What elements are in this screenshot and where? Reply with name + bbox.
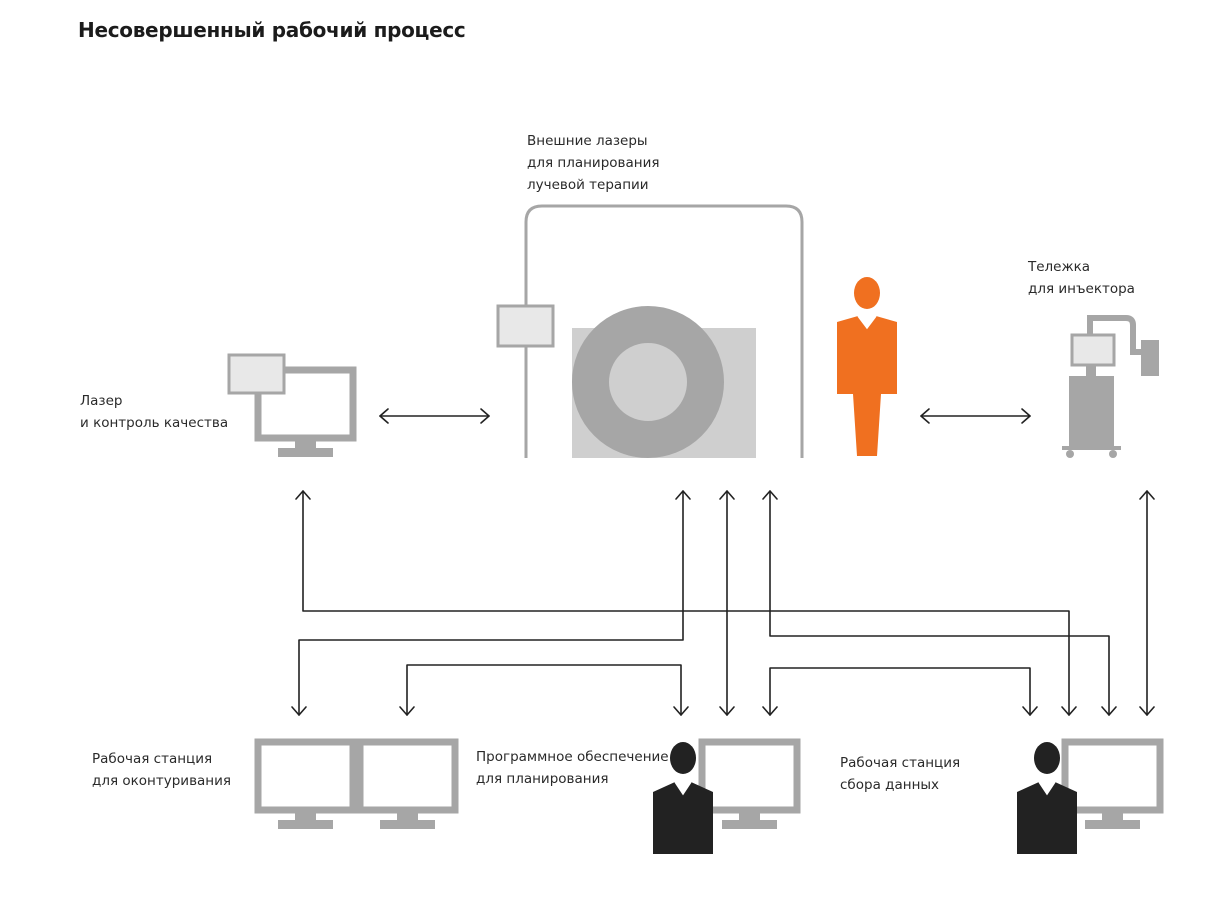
label-laser-qc: Лазер и контроль качества	[80, 390, 228, 434]
laser-qc-workstation	[227, 353, 353, 457]
label-acquisition: Рабочая станция сбора данных	[840, 752, 960, 796]
label-line: для планирования	[476, 771, 609, 787]
arrow-ct-contouring	[291, 490, 691, 716]
arrow-injector-acquisition	[1139, 490, 1155, 716]
patient-icon	[837, 277, 897, 456]
arrow-ct-planning	[719, 490, 735, 716]
page-title: Несовершенный рабочий процесс	[78, 18, 466, 42]
label-injector: Тележка для инъектора	[1028, 256, 1135, 300]
label-line: Тележка	[1028, 259, 1091, 275]
laser-screen	[227, 353, 286, 395]
laser-frame	[524, 204, 804, 458]
acquisition-workstation	[1016, 742, 1160, 855]
label-line: Внешние лазеры	[527, 133, 648, 149]
connection-arrows	[291, 408, 1155, 716]
label-planning: Программное обеспечение для планирования	[476, 746, 669, 790]
injector-cart-icon	[1062, 315, 1159, 458]
label-line: Рабочая станция	[840, 755, 961, 771]
arrow-patient-injector	[920, 408, 1031, 424]
label-ct-lasers: Внешние лазеры для планирования лучевой …	[527, 130, 659, 196]
monitor-icon	[702, 742, 797, 829]
monitor-icon	[258, 742, 353, 829]
laser-unit	[496, 304, 555, 348]
planning-workstation	[652, 742, 797, 855]
contouring-workstation	[258, 742, 455, 829]
label-line: лучевой терапии	[527, 177, 649, 193]
monitor-icon	[1065, 742, 1160, 829]
label-line: Программное обеспечение	[476, 749, 669, 765]
label-line: и контроль качества	[80, 415, 229, 431]
label-line: для инъектора	[1028, 281, 1135, 297]
monitor-icon	[360, 742, 455, 829]
label-line: для оконтуривания	[92, 773, 232, 789]
ct-scanner-icon	[496, 204, 804, 458]
label-line: Рабочая станция	[92, 751, 213, 767]
arrow-laser-acquisition	[295, 490, 1077, 716]
arrow-contouring-planning	[399, 664, 689, 716]
label-line: Лазер	[80, 393, 123, 409]
arrow-ct-acquisition	[762, 490, 1117, 716]
label-line: для планирования	[527, 155, 660, 171]
label-contouring: Рабочая станция для оконтуривания	[92, 748, 231, 792]
arrow-planning-acquisition	[762, 667, 1038, 716]
label-line: сбора данных	[840, 777, 940, 793]
arrow-laser-ct	[379, 408, 490, 424]
ct-gantry	[572, 306, 724, 458]
